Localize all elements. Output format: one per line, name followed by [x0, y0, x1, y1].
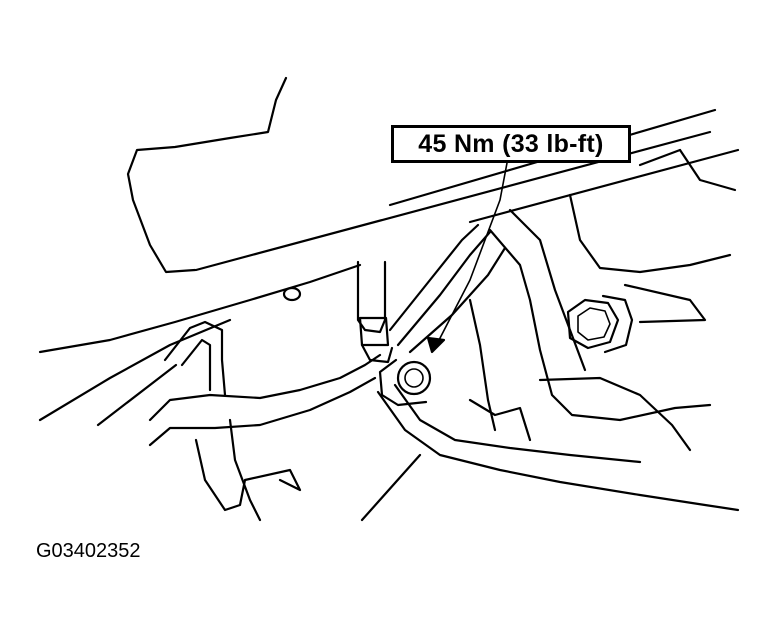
right-housing-5	[638, 148, 682, 167]
lower-right-bracket	[538, 376, 692, 452]
mounting-hole	[282, 286, 302, 302]
torque-callout-box: 45 Nm (33 lb-ft)	[391, 125, 631, 163]
bracket-tube-inner	[148, 376, 377, 447]
center-bolt	[396, 360, 432, 396]
left-arm-lower	[38, 318, 232, 422]
bracket-hanger-inner	[180, 338, 212, 392]
left-arm-outline	[38, 263, 362, 354]
lower-left-diagonal	[96, 363, 178, 427]
link-rod	[388, 223, 480, 332]
lower-leg	[194, 438, 302, 512]
right-housing	[488, 228, 712, 422]
leader-line	[437, 162, 508, 343]
lower-beam-2	[393, 383, 642, 464]
link-rod-3	[408, 246, 507, 354]
nut-shelf	[623, 283, 707, 324]
lower-diagonal	[360, 453, 422, 522]
right-housing-3	[568, 193, 732, 274]
strut-lower	[360, 343, 394, 364]
torque-spec-label: 45 Nm (33 lb-ft)	[418, 129, 604, 158]
hex-nut-inner	[577, 307, 611, 341]
upper-housing-outline	[126, 76, 288, 274]
bracket-hanger	[163, 320, 227, 397]
strut-collar	[358, 316, 390, 347]
nut-flange	[601, 294, 634, 354]
center-bolt-inner	[404, 368, 424, 388]
lower-beam-3	[468, 398, 532, 442]
right-housing-2	[508, 208, 587, 372]
lower-leg-2	[228, 418, 262, 522]
lower-beam	[376, 390, 740, 512]
right-vertical	[468, 298, 497, 432]
vertical-strut	[356, 260, 387, 334]
leader-arrow	[426, 336, 446, 354]
hex-nut	[566, 298, 620, 350]
figure-id-label: G03402352	[36, 540, 141, 562]
upper-beam-edge-3	[468, 148, 740, 224]
link-rod-2	[396, 230, 492, 347]
bracket-tube	[148, 353, 382, 422]
right-housing-4	[678, 148, 737, 192]
